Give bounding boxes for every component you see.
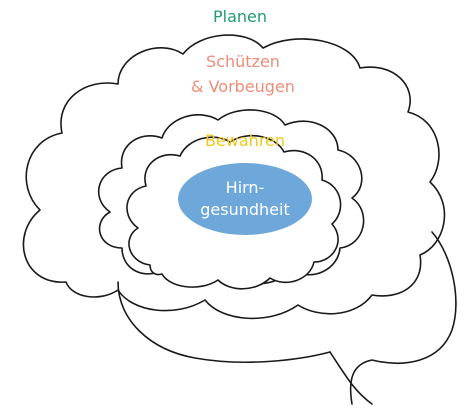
brain-stem-right-line: [329, 351, 373, 405]
label-schuetzen-line2: & Vorbeugen: [191, 77, 295, 96]
label-core-line1: Hirn-: [226, 178, 265, 197]
cerebellum-line: [349, 231, 457, 405]
label-core-line2: gesundheit: [200, 200, 289, 219]
label-schuetzen-line1: Schützen: [206, 52, 280, 71]
core-ellipse: [178, 163, 312, 235]
brain-stem-left-line: [117, 281, 331, 364]
label-bewahren: Bewahren: [205, 131, 285, 150]
label-planen: Planen: [213, 7, 267, 26]
